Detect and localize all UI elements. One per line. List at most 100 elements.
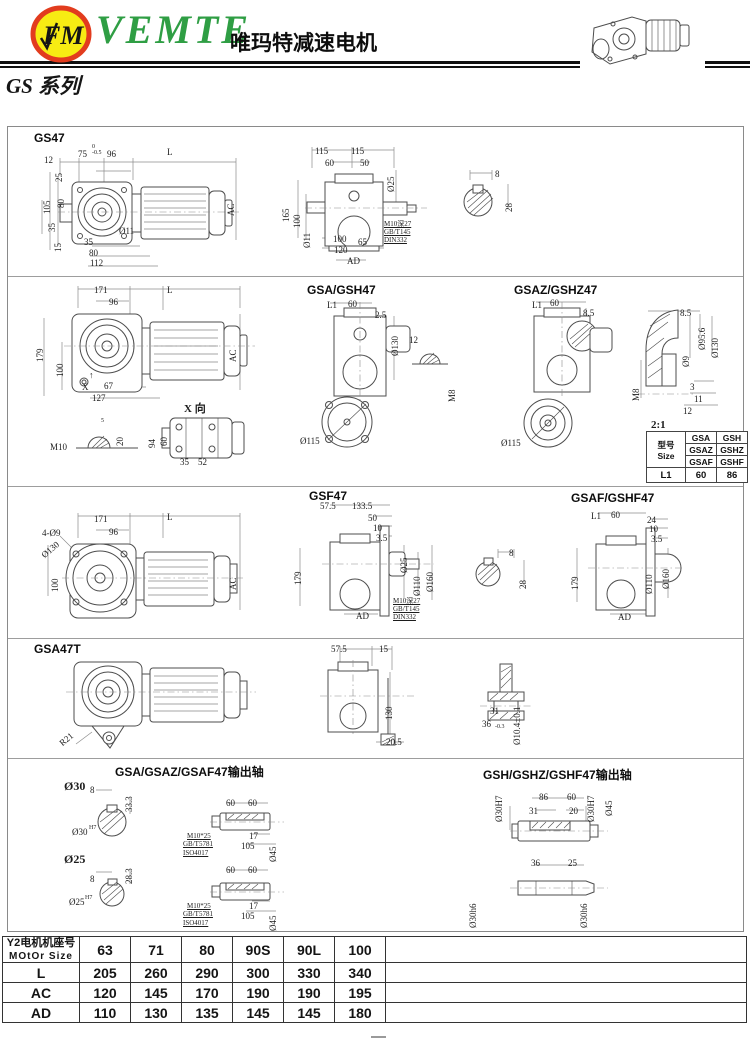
value-cell: 135 bbox=[181, 1002, 233, 1023]
l1-value-cell: 60 bbox=[685, 467, 717, 483]
dim-label: M8 bbox=[631, 388, 641, 401]
dim-label: M10深27 bbox=[384, 220, 412, 228]
dim-label: Ø130 bbox=[390, 336, 400, 356]
view-label-x: X 向 bbox=[184, 403, 206, 415]
model-label-en: Size bbox=[657, 450, 675, 461]
value-cell: 170 bbox=[181, 982, 233, 1003]
dim-label: -0.3 bbox=[495, 724, 505, 730]
dim-label: 8 bbox=[90, 874, 95, 884]
model-cell: GSAZ bbox=[685, 443, 717, 456]
dim-label: 35 bbox=[180, 457, 189, 467]
dim-label: Ø25 bbox=[69, 897, 85, 907]
dim-label: 60 bbox=[325, 158, 334, 168]
dim-label: 171 bbox=[94, 514, 108, 524]
value-cell: 145 bbox=[130, 982, 182, 1003]
dim-label: 60 bbox=[248, 865, 257, 875]
dim-label: 57.5 bbox=[320, 501, 336, 511]
dim-label: Ø45 bbox=[268, 846, 278, 863]
dim-label: 3 bbox=[690, 382, 695, 392]
empty-cell bbox=[385, 962, 747, 983]
dim-label: 65 bbox=[358, 237, 367, 247]
dim-label: 2.5 bbox=[375, 310, 387, 320]
dim-label: 50 bbox=[360, 158, 369, 168]
dim-label: 80 bbox=[56, 199, 66, 208]
dim-label: 15 bbox=[379, 644, 388, 654]
panel-separator-3 bbox=[8, 638, 743, 639]
drawing-output-shaft-section-d25 bbox=[99, 878, 125, 907]
dim-label: ISO4017 bbox=[183, 919, 209, 927]
dim-label: 105 bbox=[241, 841, 255, 851]
dim-label: 60 bbox=[611, 510, 620, 520]
motor-header-cn: Y2电机机座号 bbox=[6, 937, 76, 950]
dim-label: AD bbox=[356, 611, 369, 621]
panel-separator-4 bbox=[8, 758, 743, 759]
dim-label: L bbox=[167, 147, 173, 157]
drawing-hollow-shaft-detail-2to1 bbox=[638, 309, 696, 395]
dim-label: AD bbox=[618, 612, 631, 622]
dim-label: H7 bbox=[85, 895, 93, 901]
value-cell: 190 bbox=[283, 982, 335, 1003]
header-rule-bottom bbox=[0, 66, 750, 68]
dim-label: GB/T5781 bbox=[183, 840, 213, 848]
dim-label: 60 bbox=[226, 798, 235, 808]
value-cell: 260 bbox=[130, 962, 182, 983]
dim-label: 100 bbox=[55, 363, 65, 378]
drawing-gsf47-shaft-section bbox=[475, 557, 501, 587]
dim-label: 28 bbox=[504, 203, 514, 212]
page-footer-mark bbox=[371, 1036, 386, 1038]
dim-label: AD bbox=[347, 256, 360, 266]
dim-label: DIN332 bbox=[384, 236, 407, 244]
dim-label: Ø115 bbox=[501, 438, 521, 448]
value-cell: 330 bbox=[283, 962, 335, 983]
model-l1-table: 型号 Size GSA GSH GSAZ GSHZ GSAF GSHF L1 6… bbox=[646, 431, 748, 483]
dim-label: 105 bbox=[241, 911, 255, 921]
drawing-output-shaft-d25 bbox=[210, 882, 284, 901]
dim-label: 31 bbox=[490, 706, 499, 716]
dim-label: 25 bbox=[54, 173, 64, 182]
drawing-gsa-gsh47-side-view bbox=[333, 302, 411, 402]
dim-label: 52 bbox=[198, 457, 207, 467]
model-cell: GSAF bbox=[685, 455, 717, 468]
panel-title-gsa-output-shaft: GSA/GSAZ/GSAF47输出轴 bbox=[115, 765, 264, 779]
dim-label: L bbox=[167, 512, 173, 522]
drawing-key-detail bbox=[76, 435, 138, 449]
dim-label: 35 bbox=[47, 223, 57, 232]
dim-label: 60 bbox=[248, 798, 257, 808]
dim-label: Ø30H7 bbox=[494, 795, 504, 823]
frame-size-cell: 63 bbox=[79, 936, 131, 963]
dim-label: 115 bbox=[351, 146, 365, 156]
panel-title-gsa47t: GSA47T bbox=[34, 642, 81, 656]
dim-label: 20.5 bbox=[386, 737, 402, 747]
value-cell: 195 bbox=[334, 982, 386, 1003]
dim-label: 80 bbox=[89, 248, 98, 258]
dim-label: 100 bbox=[50, 578, 60, 593]
model-cell: GSH bbox=[716, 431, 748, 444]
value-cell: 120 bbox=[79, 982, 131, 1003]
dim-label: 133.5 bbox=[352, 501, 373, 511]
model-cell: GSHF bbox=[716, 455, 748, 468]
dim-label: 11 bbox=[694, 394, 703, 404]
model-label-cn: 型号 bbox=[657, 439, 675, 450]
dim-label: GB/T145 bbox=[393, 605, 420, 613]
dim-label: 60 bbox=[348, 299, 357, 309]
dim-label: M8 bbox=[447, 389, 457, 402]
drawing-gsa-gsh47-flange-view bbox=[321, 396, 373, 448]
value-cell: 145 bbox=[283, 1002, 335, 1023]
dim-label: 179 bbox=[35, 348, 45, 363]
dim-label: 67 bbox=[104, 381, 113, 391]
dim-label: Ø30h6 bbox=[579, 903, 589, 929]
dim-label: 5 bbox=[101, 418, 104, 424]
gearmotor-product-art bbox=[580, 2, 705, 82]
header-rule-top bbox=[0, 61, 750, 64]
dim-label: 24 bbox=[647, 515, 656, 525]
dim-label: Ø160 bbox=[425, 572, 435, 592]
empty-cell bbox=[385, 982, 747, 1003]
value-cell: 110 bbox=[79, 1002, 131, 1023]
value-cell: 300 bbox=[232, 962, 284, 983]
dim-label: 0 -0.5 bbox=[92, 144, 102, 157]
dim-label: Ø25 bbox=[386, 176, 396, 193]
dim-label: 17 bbox=[249, 901, 258, 911]
dim-label: Ø130 bbox=[710, 338, 720, 358]
dim-label: 8 bbox=[90, 785, 95, 795]
